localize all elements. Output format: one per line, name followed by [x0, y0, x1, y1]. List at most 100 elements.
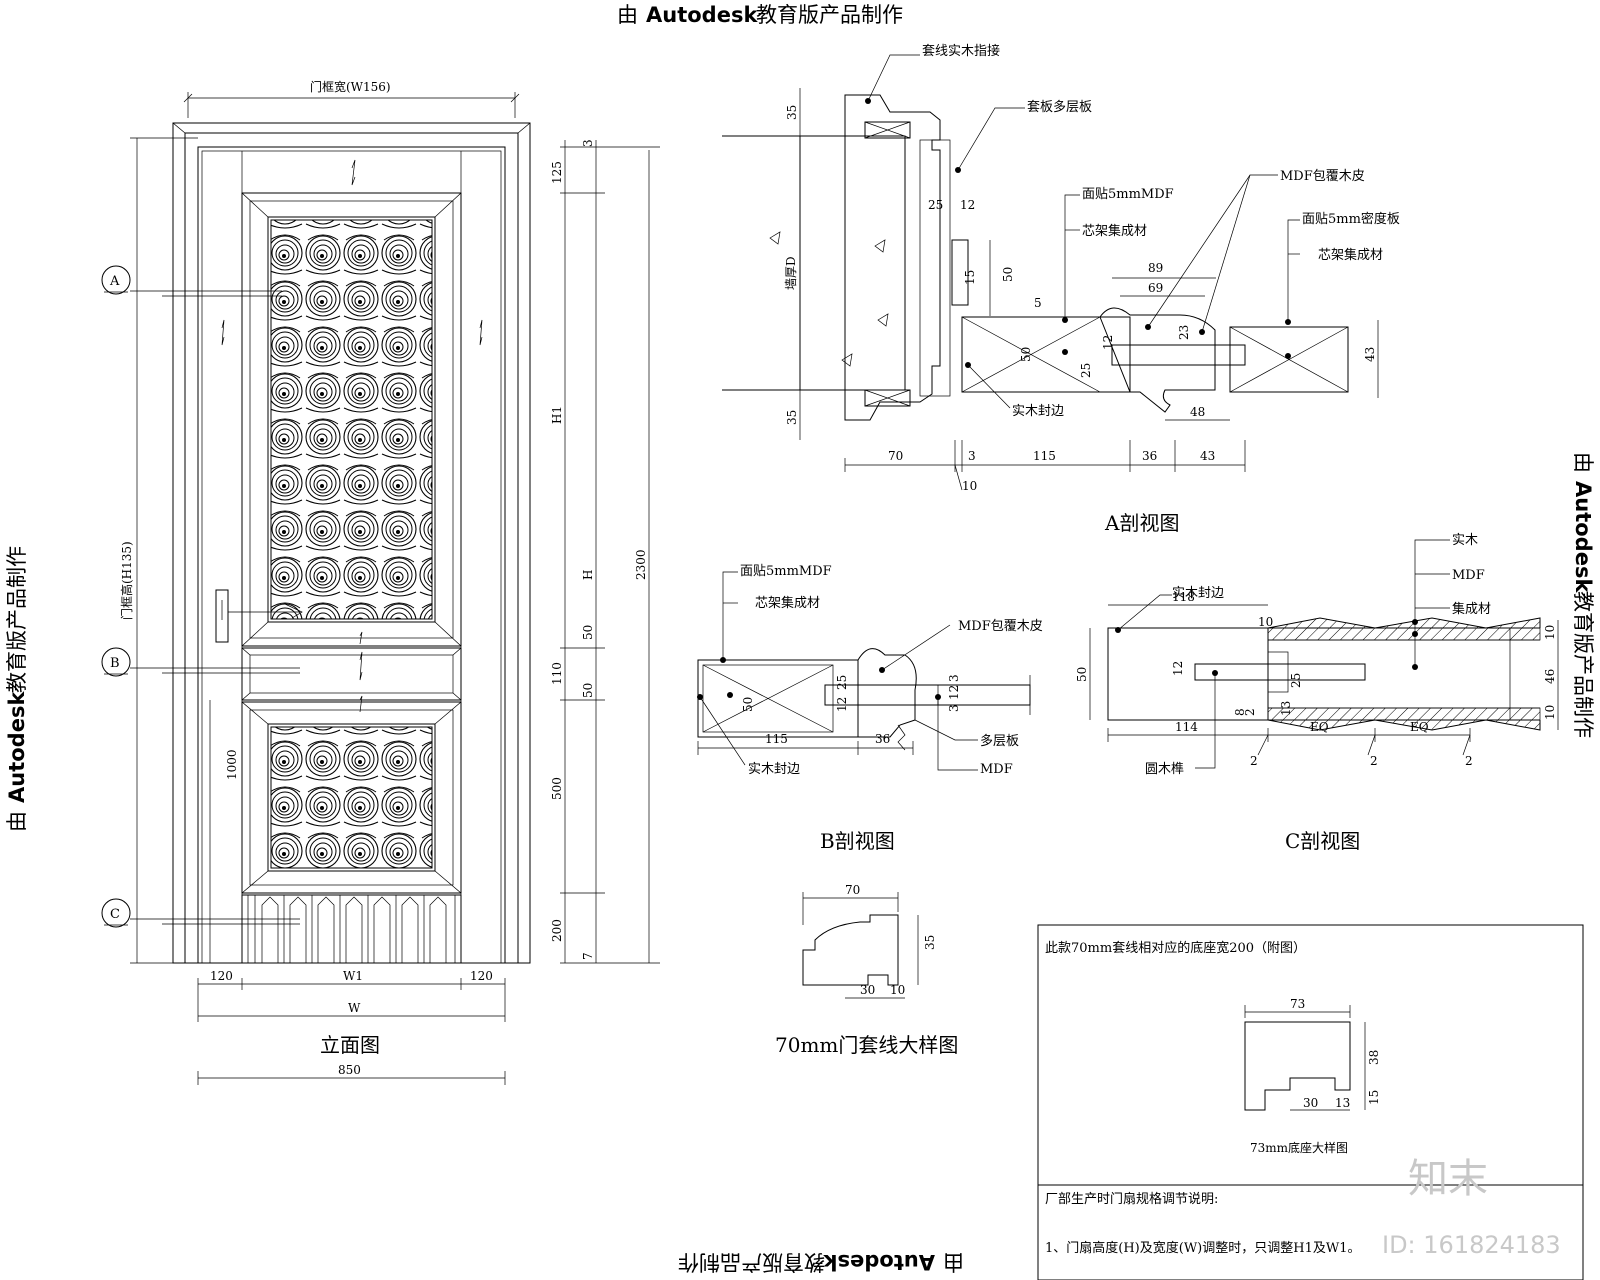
- svg-text:35: 35: [785, 410, 799, 425]
- svg-text:89: 89: [1148, 261, 1163, 275]
- svg-text:圆木榫: 圆木榫: [1145, 762, 1184, 777]
- svg-text:2: 2: [1370, 754, 1378, 768]
- svg-text:125: 125: [550, 161, 564, 184]
- svg-text:120: 120: [470, 969, 493, 983]
- svg-text:门框高(H135): 门框高(H135): [119, 541, 134, 620]
- svg-text:教育版产品制作: 教育版产品制作: [756, 3, 903, 27]
- svg-text:知末: 知末: [1408, 1156, 1488, 1202]
- svg-text:15: 15: [963, 270, 977, 285]
- svg-text:套线实木指接: 套线实木指接: [922, 43, 1000, 59]
- watermark-bottom: 由 Autodesk 教育版产品制作: [678, 1250, 964, 1274]
- svg-text:50: 50: [741, 697, 755, 712]
- svg-text:2: 2: [1250, 754, 1258, 768]
- svg-text:1、门扇高度(H)及宽度(W)调整时，只调整H1及W1。: 1、门扇高度(H)及宽度(W)调整时，只调整H1及W1。: [1045, 1240, 1361, 1256]
- section-a: 墙厚D 套线实木指接 套板多层板 MDF包覆木皮 面贴5m: [722, 43, 1400, 535]
- svg-text:10: 10: [890, 983, 905, 997]
- svg-text:Autodesk: Autodesk: [646, 3, 758, 27]
- section-marker-b: [101, 647, 131, 677]
- svg-text:W: W: [348, 1001, 361, 1015]
- watermark-top: 由 Autodesk 教育版产品制作: [617, 3, 903, 27]
- svg-text:38: 38: [1367, 1050, 1381, 1065]
- svg-text:Autodesk: Autodesk: [5, 691, 29, 803]
- svg-text:13: 13: [1335, 1096, 1350, 1110]
- svg-text:EQ: EQ: [1410, 720, 1429, 734]
- trim-detail: 70 35 30 10 70mm门套线大样图: [775, 883, 958, 1057]
- svg-text:43: 43: [1363, 347, 1377, 362]
- svg-text:25: 25: [1079, 363, 1093, 378]
- svg-text:门框宽(W156): 门框宽(W156): [310, 79, 391, 94]
- svg-text:73: 73: [1290, 997, 1305, 1011]
- svg-text:Autodesk: Autodesk: [1571, 481, 1595, 593]
- svg-text:芯架集成材: 芯架集成材: [1318, 247, 1383, 263]
- svg-text:多层板: 多层板: [980, 733, 1019, 749]
- svg-text:2300: 2300: [634, 549, 648, 580]
- svg-text:48: 48: [1190, 405, 1205, 419]
- section-marker-c: [101, 898, 131, 928]
- svg-text:69: 69: [1148, 281, 1163, 295]
- svg-text:50: 50: [1019, 347, 1033, 362]
- svg-text:实木封边: 实木封边: [748, 762, 800, 777]
- svg-text:MDF: MDF: [980, 762, 1013, 777]
- svg-text:36: 36: [875, 732, 890, 746]
- section-c-title: C剖视图: [1285, 829, 1360, 853]
- svg-text:200: 200: [550, 919, 564, 942]
- svg-text:70: 70: [845, 883, 860, 897]
- svg-text:面贴5mmMDF: 面贴5mmMDF: [740, 564, 832, 579]
- svg-text:MDF: MDF: [1452, 568, 1485, 583]
- svg-text:50: 50: [581, 683, 595, 698]
- svg-text:73mm底座大样图: 73mm底座大样图: [1250, 1140, 1348, 1155]
- svg-text:3: 3: [947, 674, 961, 682]
- svg-text:5: 5: [1034, 296, 1042, 310]
- svg-text:12: 12: [835, 697, 849, 712]
- note-box: 此款70mm套线相对应的底座宽200（附图） 73 38 15 30 13 73…: [1037, 924, 1584, 1280]
- svg-text:12: 12: [947, 685, 961, 700]
- svg-text:10: 10: [1543, 705, 1557, 720]
- svg-text:30: 30: [1303, 1096, 1318, 1110]
- svg-text:H1: H1: [550, 406, 564, 424]
- svg-text:10: 10: [1543, 625, 1557, 640]
- section-a-title: A剖视图: [1104, 511, 1179, 535]
- svg-text:教育版产品制作: 教育版产品制作: [678, 1250, 825, 1274]
- section-b-title: B剖视图: [820, 829, 895, 853]
- svg-text:12: 12: [1101, 335, 1115, 350]
- svg-text:10: 10: [1258, 615, 1273, 629]
- svg-text:25: 25: [1289, 673, 1303, 688]
- svg-text:7: 7: [581, 952, 595, 960]
- svg-text:Autodesk: Autodesk: [823, 1250, 935, 1274]
- svg-text:2: 2: [1465, 754, 1473, 768]
- svg-text:50: 50: [1001, 267, 1015, 282]
- door-elevation: A B C 门框宽(W156) 门框高(H135) 1000: [101, 79, 660, 1085]
- svg-text:EQ: EQ: [1310, 720, 1329, 734]
- svg-text:2: 2: [1243, 708, 1257, 716]
- svg-text:12: 12: [960, 198, 975, 212]
- svg-text:35: 35: [923, 935, 937, 950]
- trim-detail-title: 70mm门套线大样图: [775, 1033, 958, 1057]
- section-marker-a: [101, 265, 131, 295]
- svg-text:套板多层板: 套板多层板: [1027, 99, 1092, 115]
- svg-text:厂部生产时门扇规格调节说明:: 厂部生产时门扇规格调节说明:: [1045, 1191, 1218, 1207]
- svg-text:3: 3: [947, 704, 961, 712]
- svg-text:23: 23: [1177, 325, 1191, 340]
- svg-text:12: 12: [1171, 661, 1185, 676]
- watermark-right: 由 Autodesk 教育版产品制作: [1571, 452, 1595, 738]
- svg-text:15: 15: [1367, 1090, 1381, 1105]
- svg-text:13: 13: [1279, 701, 1293, 716]
- svg-text:墙厚D: 墙厚D: [784, 256, 798, 290]
- site-logo: 知末 ID: 161824183: [1382, 1156, 1561, 1259]
- svg-text:教育版产品制作: 教育版产品制作: [5, 546, 29, 693]
- svg-text:MDF包覆木皮: MDF包覆木皮: [1280, 169, 1365, 184]
- svg-text:110: 110: [550, 662, 564, 685]
- svg-text:118: 118: [1172, 590, 1195, 604]
- svg-text:集成材: 集成材: [1452, 601, 1491, 617]
- svg-text:ID: 161824183: ID: 161824183: [1382, 1231, 1561, 1259]
- svg-text:50: 50: [581, 625, 595, 640]
- svg-text:面贴5mmMDF: 面贴5mmMDF: [1082, 187, 1174, 202]
- svg-text:实木封边: 实木封边: [1172, 586, 1224, 601]
- svg-text:由: 由: [943, 1250, 964, 1274]
- svg-text:43: 43: [1200, 449, 1215, 463]
- svg-text:850: 850: [338, 1063, 361, 1077]
- svg-text:30: 30: [860, 983, 875, 997]
- section-b: 面贴5mmMDF 芯架集成材 MDF包覆木皮 多层板 MDF 实木封边 115 …: [697, 564, 1043, 853]
- svg-text:B: B: [110, 656, 120, 671]
